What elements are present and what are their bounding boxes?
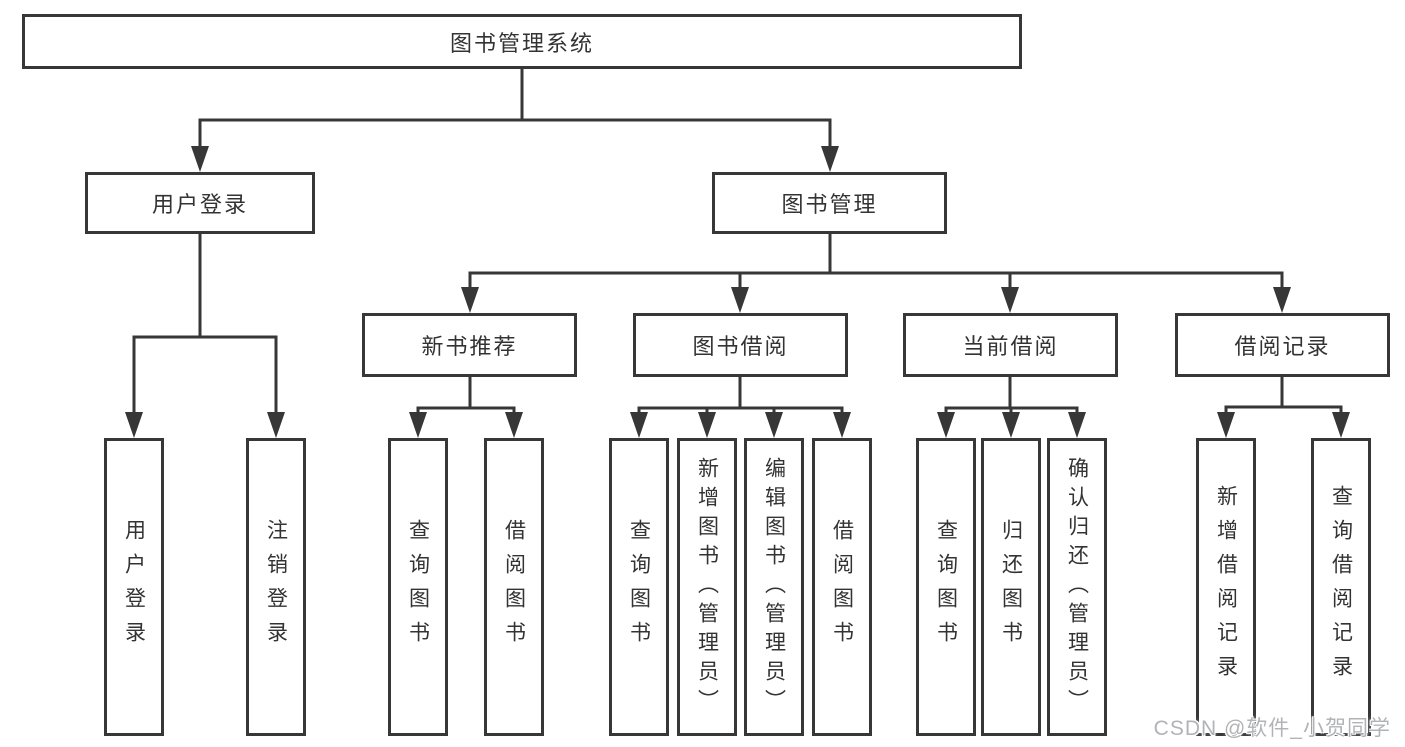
leaf-add-borrow-record: 新增借阅记录 bbox=[1196, 438, 1256, 736]
node-label: 新增图书（管理员） bbox=[695, 456, 719, 718]
node-label: 用户登录 bbox=[151, 192, 248, 217]
node-current-borrowing: 当前借阅 bbox=[903, 313, 1118, 377]
leaf-return-book: 归还图书 bbox=[981, 438, 1041, 736]
node-library-system: 图书管理系统 bbox=[22, 14, 1022, 69]
node-label: 新增借阅记录 bbox=[1214, 485, 1238, 689]
node-label: 借阅图书 bbox=[502, 519, 526, 655]
node-label: 用户登录 bbox=[122, 519, 146, 655]
node-label: 当前借阅 bbox=[962, 334, 1059, 359]
node-user-login: 用户登录 bbox=[85, 172, 315, 234]
leaf-add-book-admin: 新增图书（管理员） bbox=[677, 438, 737, 736]
leaf-borrow-books-recommend: 借阅图书 bbox=[484, 438, 544, 736]
node-label: 借阅图书 bbox=[830, 519, 854, 655]
leaf-confirm-return-admin: 确认归还（管理员） bbox=[1047, 438, 1107, 736]
node-label: 新书推荐 bbox=[421, 334, 518, 359]
node-label: 图书借阅 bbox=[692, 334, 789, 359]
node-label: 归还图书 bbox=[999, 519, 1023, 655]
leaf-query-books-current: 查询图书 bbox=[916, 438, 976, 736]
node-book-borrowing: 图书借阅 bbox=[633, 313, 848, 377]
leaf-edit-book-admin: 编辑图书（管理员） bbox=[744, 438, 804, 736]
node-label: 查询图书 bbox=[627, 519, 651, 655]
leaf-logout: 注销登录 bbox=[246, 438, 306, 736]
leaf-query-borrow-record: 查询借阅记录 bbox=[1311, 438, 1371, 736]
node-book-management: 图书管理 bbox=[712, 172, 947, 234]
node-label: 查询借阅记录 bbox=[1329, 485, 1353, 689]
node-label: 图书管理系统 bbox=[449, 30, 594, 56]
node-label: 注销登录 bbox=[264, 519, 288, 655]
csdn-watermark: CSDN @软件_小贺同学 bbox=[1153, 717, 1391, 740]
leaf-borrow-books: 借阅图书 bbox=[812, 438, 872, 736]
node-label: 借阅记录 bbox=[1234, 334, 1331, 359]
node-label: 查询图书 bbox=[934, 519, 958, 655]
leaf-user-login: 用户登录 bbox=[104, 438, 164, 736]
node-new-book-recommendation: 新书推荐 bbox=[362, 313, 577, 377]
leaf-query-books-recommend: 查询图书 bbox=[388, 438, 448, 736]
node-borrowing-records: 借阅记录 bbox=[1175, 313, 1390, 377]
node-label: 图书管理 bbox=[781, 192, 878, 217]
node-label: 确认归还（管理员） bbox=[1065, 456, 1089, 718]
leaf-query-books-borrow: 查询图书 bbox=[609, 438, 669, 736]
node-label: 编辑图书（管理员） bbox=[762, 456, 786, 718]
node-label: 查询图书 bbox=[406, 519, 430, 655]
